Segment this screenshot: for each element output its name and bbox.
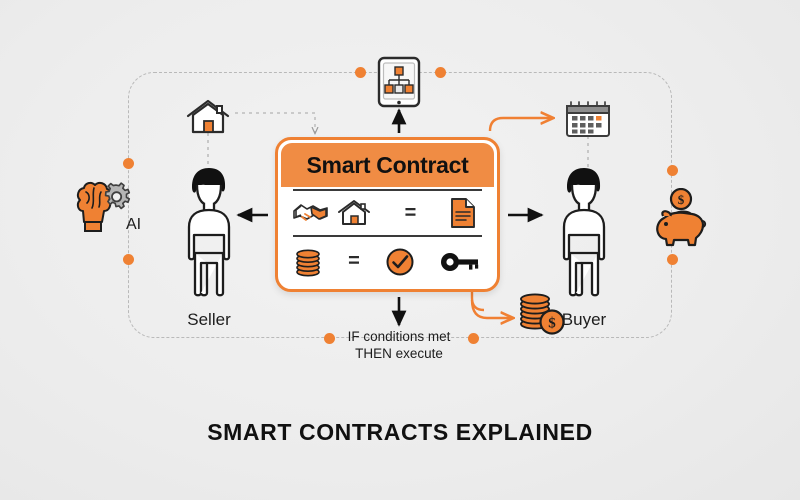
ai-label: AI (126, 216, 142, 233)
connector-dot-bottom-left (323, 332, 335, 344)
smart-contract-body: = (281, 187, 494, 286)
node-coins[interactable]: $ (516, 290, 570, 341)
handshake-icon (293, 204, 328, 222)
check-circle-icon (386, 248, 414, 276)
connector-dot-top-right (434, 66, 446, 78)
document-icon (451, 198, 475, 229)
condition-line-1: IF conditions met (347, 329, 451, 344)
house-icon (186, 99, 230, 134)
connector-dot-right-upper (666, 164, 678, 176)
node-house[interactable] (184, 97, 232, 142)
tablet-network-icon (377, 56, 421, 108)
svg-text:$: $ (678, 192, 685, 207)
house-icon (338, 200, 370, 226)
equals-sign: = (348, 250, 360, 273)
dashed-arrow-house-contract (235, 112, 315, 133)
connector-dot-top-left (354, 66, 366, 78)
actor-seller[interactable] (178, 165, 240, 305)
person-icon (562, 168, 606, 297)
connector-dot-left-upper (122, 157, 134, 169)
smart-contract-card[interactable]: Smart Contract (275, 137, 500, 292)
node-blockchain[interactable] (376, 56, 422, 113)
arrow-contract-to-calendar (488, 118, 552, 132)
brain-gear-icon (76, 181, 131, 232)
page-title: SMART CONTRACTS EXPLAINED (207, 419, 593, 445)
buyer-label: Buyer (561, 310, 607, 329)
calendar-icon (566, 101, 610, 137)
equals-sign: = (404, 201, 417, 224)
person-icon (187, 168, 231, 297)
smart-contract-heading: Smart Contract (281, 143, 494, 187)
coin-stack-icon (296, 249, 320, 277)
seller-label: Seller (187, 310, 231, 329)
actor-buyer[interactable] (553, 165, 615, 305)
condition-line-2: THEN execute (355, 346, 443, 361)
node-piggy-bank[interactable]: $ (654, 187, 710, 255)
key-icon (441, 252, 479, 271)
connector-dot-bottom-right (467, 332, 479, 344)
arrow-coins-to-contract (472, 280, 485, 312)
contract-rule-row-assets: = (293, 189, 482, 238)
connector-dot-right-lower (666, 253, 678, 265)
condition-text: IF conditions met THEN execute (309, 328, 489, 362)
contract-rule-row-payment: = (293, 240, 482, 284)
coin-stack-dollar-icon: $ (520, 293, 565, 335)
connector-dot-left-lower (122, 253, 134, 265)
smart-contract-inner: Smart Contract (281, 143, 494, 286)
node-ai[interactable] (70, 176, 138, 239)
node-calendar[interactable] (563, 98, 613, 145)
piggy-bank-icon: $ (656, 187, 707, 247)
svg-text:$: $ (548, 316, 556, 332)
arrow-contract-to-coins (470, 299, 512, 318)
